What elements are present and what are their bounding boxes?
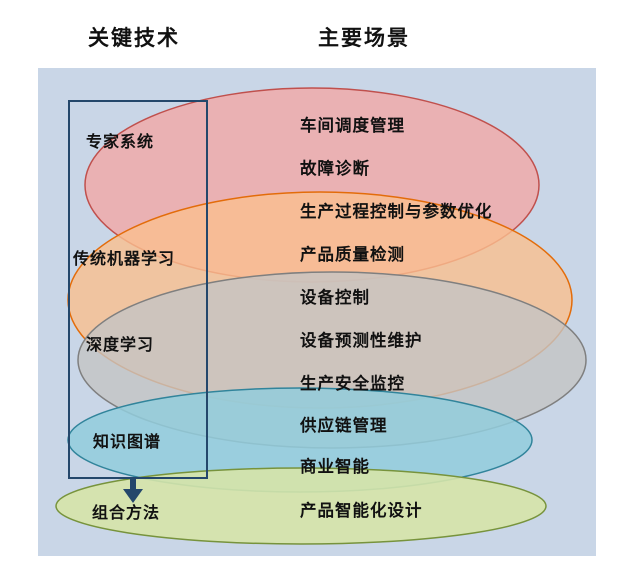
tech-label-knowledge-graph: 知识图谱 [93,432,162,451]
tech-label-expert-system: 专家系统 [86,132,155,151]
scenario-label-supply-chain: 供应链管理 [300,416,388,435]
header-key-technologies: 关键技术 [88,26,180,50]
tech-label-combined-methods: 组合方法 [92,503,161,522]
scenario-label-process-control-optimization: 生产过程控制与参数优化 [300,202,493,221]
scenario-label-equipment-control: 设备控制 [300,288,370,307]
arrow-down-icon [123,477,143,503]
combined-methods-ellipse [55,467,547,545]
scenario-label-quality-inspection: 产品质量检测 [300,245,405,264]
tech-label-traditional-ml: 传统机器学习 [73,249,176,268]
scenario-label-predictive-maintenance: 设备预测性维护 [300,331,423,350]
scenario-label-business-intelligence: 商业智能 [300,457,370,476]
header-main-scenarios: 主要场景 [318,26,410,50]
tech-label-deep-learning: 深度学习 [86,335,155,354]
scenario-label-intelligent-product-design: 产品智能化设计 [300,501,423,520]
scenario-label-workshop-scheduling: 车间调度管理 [300,116,405,135]
scenario-label-fault-diagnosis: 故障诊断 [300,159,370,178]
scenario-label-safety-monitoring: 生产安全监控 [300,374,405,393]
technology-group-outline [68,100,208,479]
